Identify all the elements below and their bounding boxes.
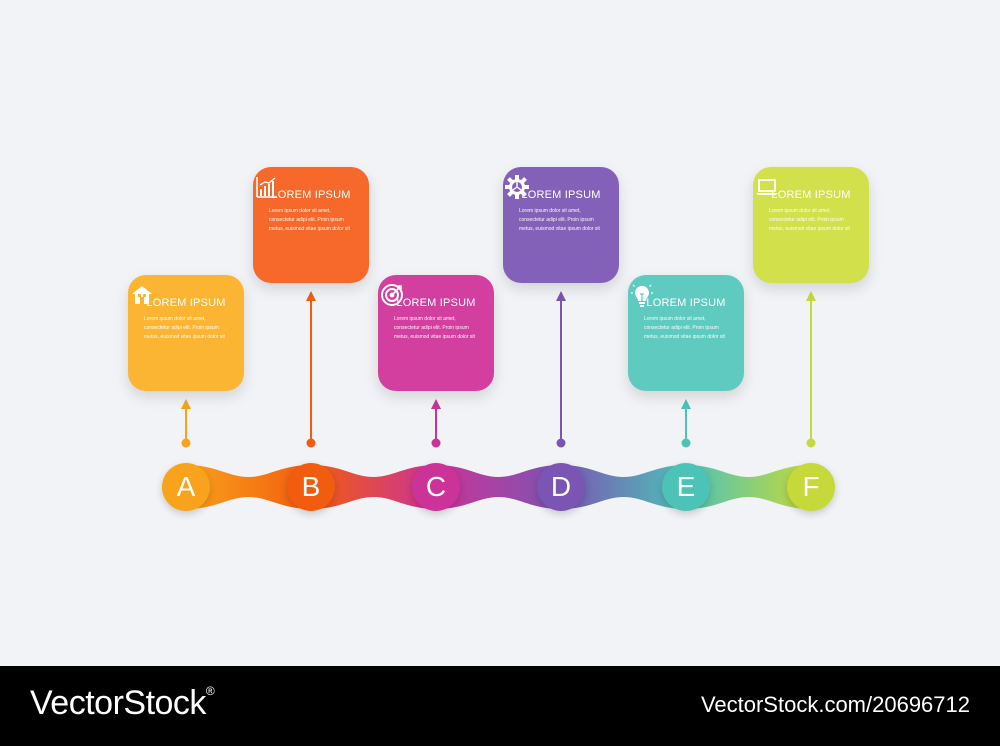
step-node-e: E <box>662 463 710 511</box>
step-card-e: LOREM IPSUM Lorem ipsum dolor sit amet, c… <box>628 275 744 391</box>
step-description: Lorem ipsum dolor sit amet, consectetur … <box>519 208 600 232</box>
step-title: LOREM IPSUM <box>771 189 851 201</box>
step-card-d: LOREM IPSUM Lorem ipsum dolor sit amet, c… <box>503 167 619 283</box>
connector-arrow <box>306 291 316 301</box>
step-description: Lorem ipsum dolor sit amet, consectetur … <box>144 316 225 340</box>
connector-arrow <box>181 399 191 409</box>
step-node-f: F <box>787 463 835 511</box>
step-card-b: LOREM IPSUM Lorem ipsum dolor sit amet, c… <box>253 167 369 283</box>
timeline-connectors <box>181 291 816 509</box>
connector-arrow <box>806 291 816 301</box>
step-card-c: LOREM IPSUM Lorem ipsum dolor sit amet, c… <box>378 275 494 391</box>
connector-dot <box>806 438 816 448</box>
footer-bar: VectorStock® VectorStock.com/20696712 <box>0 666 1000 746</box>
connector-dot <box>306 438 316 448</box>
ribbon-segment <box>436 465 561 509</box>
home-icon <box>132 286 152 304</box>
ribbon-segment <box>186 465 311 509</box>
ribbon-segment <box>686 465 811 509</box>
step-node-d: D <box>537 463 585 511</box>
connector-dot <box>431 438 441 448</box>
timeline-infographic: LOREM IPSUM Lorem ipsum dolor sit amet, c… <box>128 167 869 511</box>
step-title: LOREM IPSUM <box>521 189 601 201</box>
step-description: Lorem ipsum dolor sit amet, consectetur … <box>394 316 475 340</box>
connector-arrow <box>556 291 566 301</box>
step-node-b: B <box>287 463 335 511</box>
step-node-c: C <box>412 463 460 511</box>
step-title: LOREM IPSUM <box>271 189 351 201</box>
step-description: Lorem ipsum dolor sit amet, consectetur … <box>644 316 725 340</box>
target-icon <box>381 284 403 306</box>
step-node-a: A <box>162 463 210 511</box>
bar-chart-icon <box>256 177 277 198</box>
brand-logo: VectorStock® <box>30 684 215 723</box>
connector-arrow <box>681 399 691 409</box>
stock-id: VectorStock.com/20696712 <box>700 692 970 717</box>
lightbulb-icon <box>631 284 653 307</box>
ribbon-segment <box>561 465 686 509</box>
connector-arrow <box>431 399 441 409</box>
connector-dot <box>556 438 566 448</box>
gear-icon <box>505 175 529 199</box>
step-description: Lorem ipsum dolor sit amet, consectetur … <box>769 208 850 232</box>
connector-dot <box>681 438 691 448</box>
step-card-f: LOREM IPSUM Lorem ipsum dolor sit amet, c… <box>753 167 869 283</box>
step-title: LOREM IPSUM <box>396 297 476 309</box>
registered-mark: ® <box>205 684 215 698</box>
step-card-a: LOREM IPSUM Lorem ipsum dolor sit amet, c… <box>128 275 244 391</box>
step-description: Lorem ipsum dolor sit amet, consectetur … <box>269 208 350 232</box>
step-title: LOREM IPSUM <box>146 297 226 309</box>
connector-dot <box>181 438 191 448</box>
laptop-icon <box>756 179 778 195</box>
brand-name: VectorStock <box>30 684 206 722</box>
step-title: LOREM IPSUM <box>646 297 726 309</box>
ribbon-segment <box>311 465 436 509</box>
